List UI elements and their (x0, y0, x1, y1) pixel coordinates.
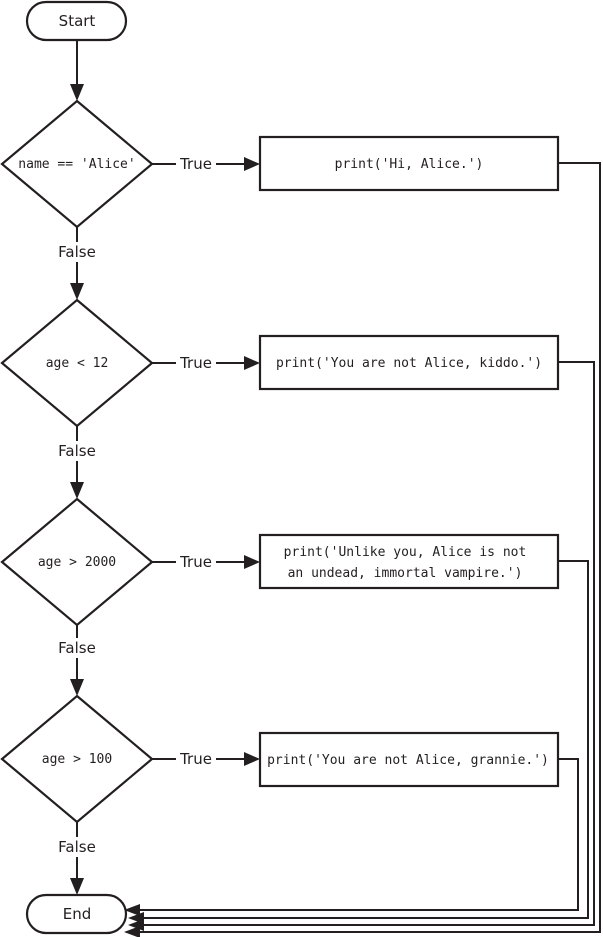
decision-4: age > 100 (0, 694, 154, 824)
decision-4-true-arrowhead (244, 752, 260, 766)
decision-4-false-label: False (58, 838, 96, 856)
decision-4-condition: age > 100 (42, 752, 112, 767)
decision-3-true-label: True (179, 553, 212, 571)
action-4-return-line (140, 758, 579, 911)
decision-1-condition: name == 'Alice' (18, 157, 135, 172)
decision-1-true-arrowhead (244, 157, 260, 171)
action-4-return-arrowhead (124, 904, 140, 916)
end-shape (25, 893, 128, 935)
decision-1-false-label: False (58, 243, 96, 261)
decision-1: name == 'Alice' (0, 99, 154, 229)
decision-2-true-label: True (179, 354, 212, 372)
decision-2-false-arrowhead (70, 482, 84, 499)
decision-2-condition: age < 12 (46, 356, 109, 371)
action-4-line-1: print('You are not Alice, grannie.') (267, 753, 549, 768)
decision-3: age > 2000 (0, 497, 154, 627)
end-label: End (63, 905, 92, 923)
action-2-return-line (144, 361, 595, 926)
action-1-return-line (140, 162, 601, 933)
action-4-box (258, 731, 560, 788)
decision-2-false-label: False (58, 442, 96, 460)
action-2-box (258, 334, 560, 391)
action-2-line-1: print('You are not Alice, kiddo.') (276, 356, 542, 371)
decision-2-true-arrowhead (244, 356, 260, 370)
action-1-box (258, 135, 560, 192)
action-3-box (258, 533, 560, 590)
end-terminal: End (25, 893, 128, 935)
decision-1-true-label: True (179, 155, 212, 173)
decision-3-condition: age > 2000 (38, 555, 116, 570)
action-3-line-1: print('Unlike you, Alice is not (284, 545, 527, 560)
decision-4-true-label: True (179, 750, 212, 768)
decision-3-false-arrowhead (70, 679, 84, 696)
start-label: Start (59, 12, 96, 30)
arrowhead-start-to-decision-1 (70, 84, 84, 101)
decision-3-true-arrowhead (244, 555, 260, 569)
start-terminal: Start (25, 0, 128, 42)
action-3-line-2: an undead, immortal vampire.') (288, 566, 523, 581)
decision-2: age < 12 (0, 298, 154, 428)
action-3-return-line (144, 560, 589, 919)
decision-3-false-label: False (58, 639, 96, 657)
action-1-return-arrowhead (124, 926, 140, 937)
action-1-line-1: print('Hi, Alice.') (335, 157, 484, 172)
decision-1-false-arrowhead (70, 283, 84, 300)
decision-4-false-arrowhead (70, 878, 84, 895)
